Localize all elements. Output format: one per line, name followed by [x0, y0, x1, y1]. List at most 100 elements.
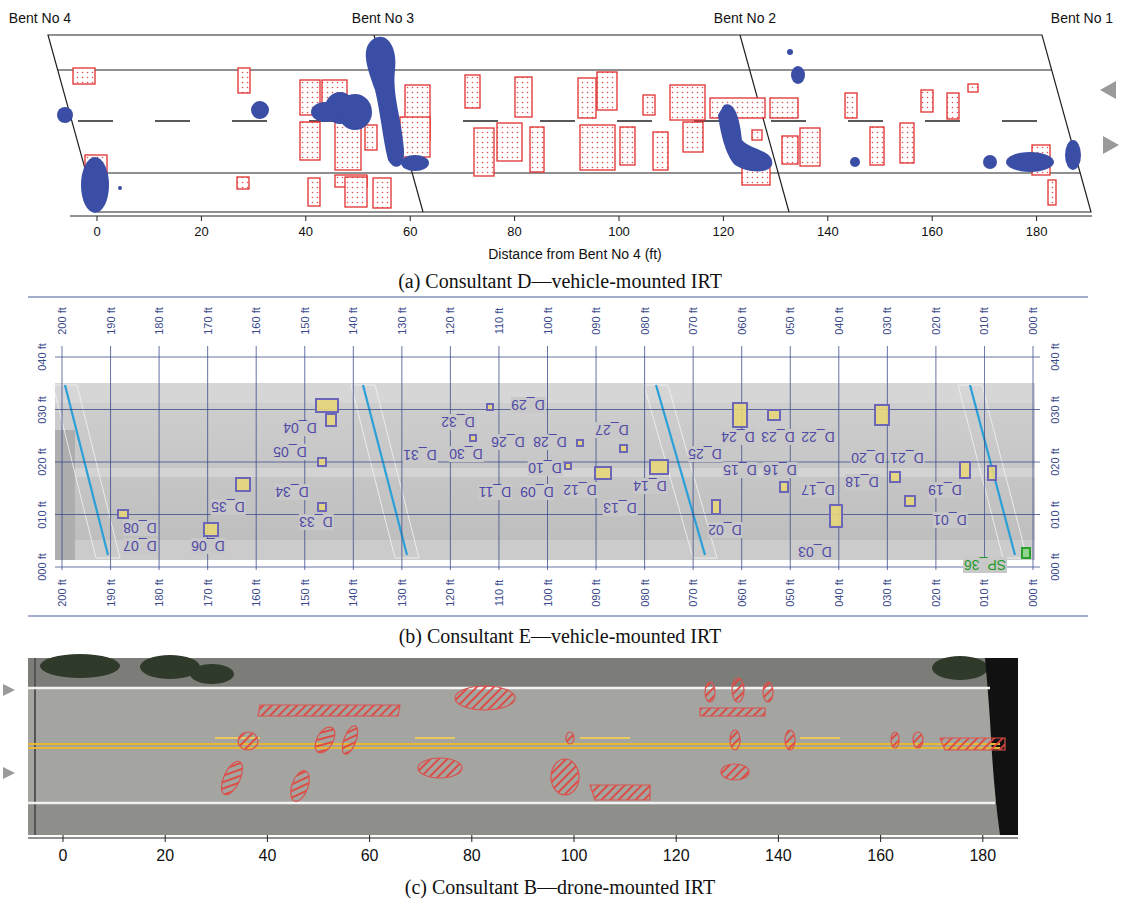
scale-label: 150 ft [298, 307, 311, 335]
axis-tick-label: 0 [59, 847, 68, 865]
deck-shadow [55, 430, 75, 560]
panel-b [28, 297, 1088, 616]
axis-tick-label: 60 [403, 225, 417, 240]
lane-dash [617, 120, 652, 121]
defect-id: D_28 [532, 434, 567, 450]
axis-tick [574, 835, 575, 842]
defect-id: D_33 [298, 514, 333, 530]
axis-tick-label: 180 [969, 847, 996, 865]
axis-tick-label: 20 [156, 847, 174, 865]
axis-tick [880, 835, 881, 842]
center-line [28, 747, 1000, 749]
ir-anomaly-blob [850, 157, 860, 167]
axis-tick-label: 120 [713, 225, 735, 240]
axis-tick [619, 216, 620, 221]
ir-anomaly-blob [57, 107, 73, 123]
delamination-box [487, 404, 493, 410]
scale-label: 180 ft [153, 579, 166, 607]
delamination-rect [237, 177, 249, 189]
delamination-rect [870, 127, 884, 165]
axis-tick-label: 80 [507, 225, 521, 240]
delamination-rect [400, 117, 430, 157]
scale-label: 000 ft [1027, 579, 1040, 607]
defect-id: D_02 [707, 522, 742, 538]
delamination-hatch [732, 678, 744, 702]
grid-line [790, 346, 791, 570]
frame-line [28, 297, 1088, 298]
roadway [28, 689, 1018, 802]
ir-anomaly-blob [118, 186, 122, 190]
lane-dash [771, 120, 806, 121]
delamination-rect [300, 122, 320, 160]
panel-a [48, 35, 1119, 221]
scale-label: 010 ft [978, 579, 991, 607]
axis-tick-label: 180 [1026, 225, 1048, 240]
defect-id: D_32 [440, 414, 475, 430]
panel-caption: (b) Consultant E—vehicle-mounted IRT [399, 625, 722, 648]
axis-tick [267, 835, 268, 842]
grid-line [596, 346, 597, 570]
defect-id: D_01 [932, 512, 967, 528]
joint-box [351, 385, 419, 558]
direction-arrow [1100, 81, 1116, 99]
ir-anomaly-blob [366, 37, 404, 167]
delamination-rect [238, 68, 250, 93]
defect-id: D_19 [927, 482, 962, 498]
ir-anomaly-blob [251, 101, 269, 119]
panel-caption: (a) Consultant D—vehicle-mounted IRT [398, 270, 722, 293]
grid-line [256, 346, 257, 570]
axis-tick [471, 835, 472, 842]
scale-label: 040 ft [832, 579, 845, 607]
defect-id: D_20 [850, 450, 885, 466]
scale-label: 100 ft [541, 579, 554, 607]
delamination-rect [597, 72, 617, 110]
axis-tick-label: 160 [921, 225, 943, 240]
delamination-hatch [721, 764, 749, 780]
bent-label: Bent No 3 [352, 10, 414, 26]
delamination-hatch [339, 724, 361, 756]
delamination-rect [530, 127, 544, 172]
grid-line [55, 567, 1040, 568]
scale-label: 190 ft [104, 307, 117, 335]
delamination-box [595, 467, 611, 479]
delamination-hatch [590, 785, 650, 800]
tree-shadow [190, 664, 234, 684]
delamination-rect [752, 130, 762, 140]
axis-tick [827, 216, 828, 221]
scale-label: 160 ft [250, 307, 263, 335]
scale-label: 070 ft [687, 579, 700, 607]
delamination-box [318, 503, 326, 511]
joint-box [644, 385, 717, 558]
grid-line [887, 346, 888, 570]
delamination-rect [345, 177, 367, 207]
grid-line [498, 346, 499, 570]
defect-id: D_16 [762, 462, 797, 478]
ir-anomaly-blob [401, 155, 429, 171]
grid-line [159, 346, 160, 570]
axis-tick-label: 40 [299, 225, 313, 240]
delamination-rect [474, 128, 494, 176]
defect-id: D_09 [519, 484, 554, 500]
delamination-box [577, 440, 583, 446]
scale-label: 090 ft [590, 307, 603, 335]
scale-label: 170 ft [201, 307, 214, 335]
delamination-hatch [785, 730, 795, 750]
defect-id: D_15 [722, 462, 757, 478]
defect-id: D_07 [122, 538, 157, 554]
scale-label: 000 ft [36, 552, 49, 582]
delamination-box [470, 435, 476, 441]
axis-line [70, 216, 1092, 217]
defect-id: D_14 [632, 478, 667, 494]
axis-tick-label: 160 [867, 847, 894, 865]
ir-anomaly-blob [787, 49, 793, 55]
delamination-hatch [217, 758, 247, 797]
axis-tick-label: 120 [663, 847, 690, 865]
scale-label: 040 ft [1049, 342, 1062, 372]
defect-id: D_21 [889, 450, 924, 466]
deck-frame [48, 35, 1091, 212]
delamination-rect [968, 84, 978, 92]
scale-label: 190 ft [104, 579, 117, 607]
delamination-hatch [891, 732, 899, 748]
delamination-rect [620, 127, 635, 165]
